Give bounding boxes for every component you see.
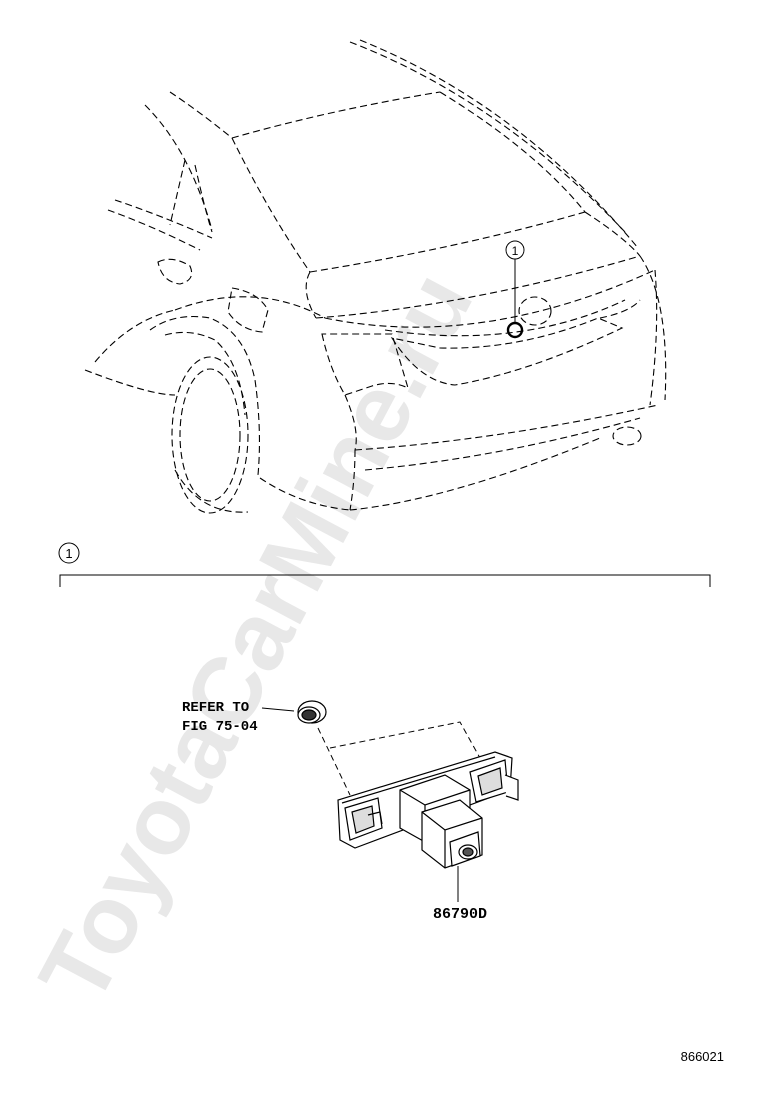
rear-camera-assembly [337, 751, 519, 869]
watermark: ToyotaCarMine.ru [19, 255, 493, 1020]
car-rear-illustration [84, 39, 667, 514]
car-callout-number: 1 [512, 244, 519, 258]
part-number-label: 86790D [433, 906, 487, 923]
car-callout: 1 [505, 240, 525, 339]
fig-reference-label: FIG 75-04 [182, 719, 258, 735]
section-bracket [59, 574, 711, 587]
refer-to-label: REFER TO [182, 700, 249, 716]
grommet-part [297, 700, 327, 724]
section-marker-number: 1 [65, 546, 72, 561]
figure-id-label: 866021 [681, 1049, 724, 1064]
assembly-guide-lines [317, 721, 481, 796]
section-header: 1 [58, 542, 711, 587]
